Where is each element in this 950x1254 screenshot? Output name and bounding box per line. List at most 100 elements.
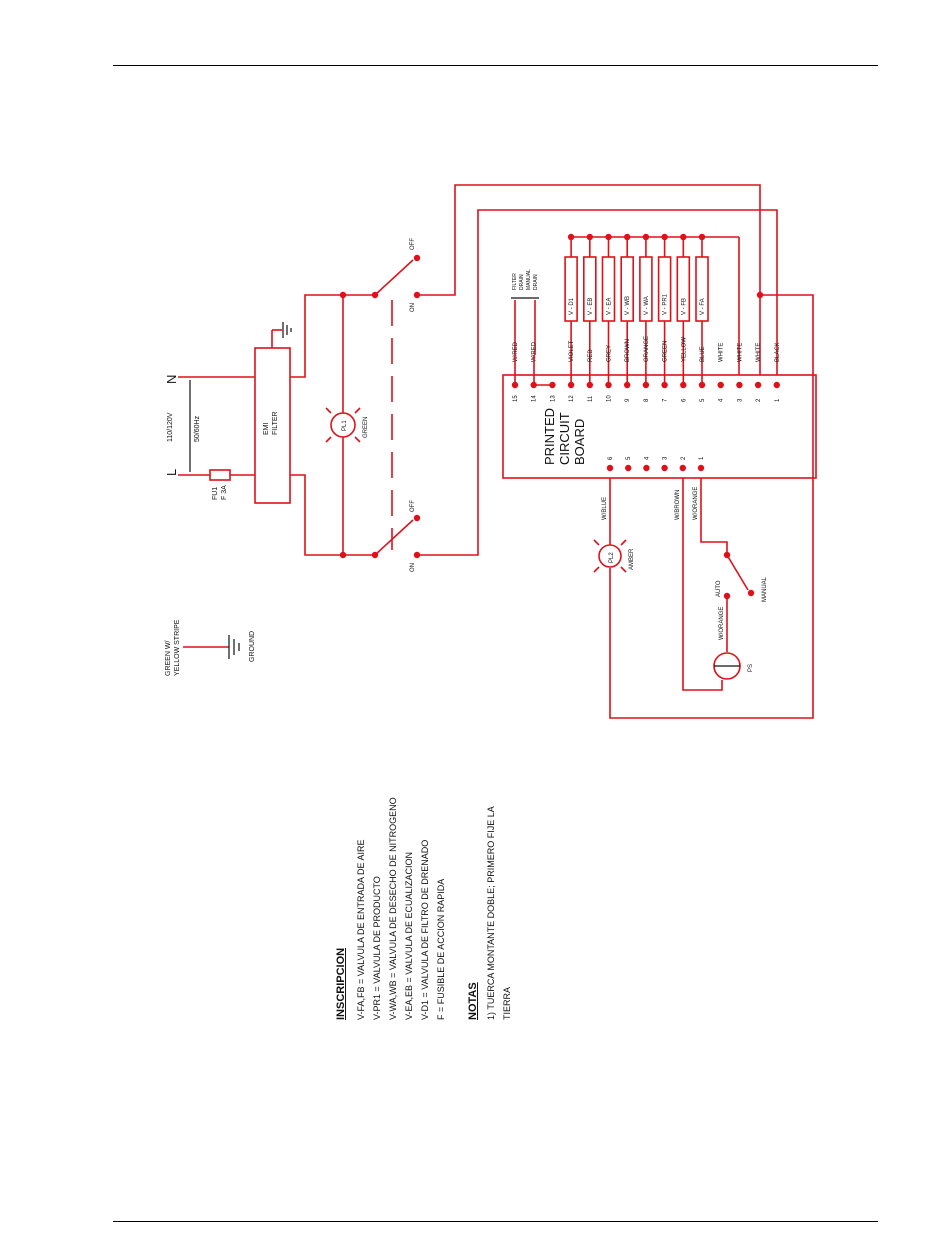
wire-color-label: WHITE bbox=[719, 343, 725, 362]
ground-wire-label-2: YELLOW STRIPE bbox=[174, 619, 181, 676]
pcb-bottom-pin bbox=[625, 464, 632, 472]
ps-pressure-switch bbox=[713, 652, 741, 680]
pcb-bottom-pin-number: 3 bbox=[663, 456, 669, 460]
switch-off-bottom: OFF bbox=[410, 500, 416, 512]
valve-label: V - EA bbox=[607, 298, 613, 315]
pl2-label: PL2 bbox=[609, 552, 615, 563]
filter-drain-2: DRAIN bbox=[519, 274, 525, 290]
manual-label: MANUAL bbox=[762, 576, 768, 602]
pcb-top-pin bbox=[736, 381, 743, 389]
switch-to-pin1 bbox=[417, 209, 778, 556]
pcb-top-pin-number: 3 bbox=[737, 398, 743, 402]
pcb-top-pin-number: 10 bbox=[607, 395, 613, 402]
filter-out-top bbox=[290, 294, 375, 378]
pcb-bottom-pin-number: 1 bbox=[699, 456, 705, 460]
pcb-top-pin-number: 1 bbox=[775, 398, 781, 402]
valve-label: V - D1 bbox=[569, 297, 575, 315]
wire-color-label: W/BLUE bbox=[602, 497, 608, 520]
header-rule bbox=[113, 65, 878, 66]
emi-label-2: FILTER bbox=[272, 411, 279, 435]
pcb-top-pin bbox=[717, 381, 724, 389]
pcb-top-pin-number: 8 bbox=[644, 398, 650, 402]
switch-on-bottom: ON bbox=[410, 563, 416, 572]
fuse-fu1 bbox=[209, 469, 255, 481]
switch-off-top: OFF bbox=[410, 238, 416, 250]
valve-label: V - WB bbox=[625, 296, 631, 315]
pcb-top-pins: 15 14 13 12 11 10 9 8 7 6 5 4 3 2 1 bbox=[511, 381, 781, 402]
wire-color-label: BLACK bbox=[775, 342, 781, 362]
common-return bbox=[609, 294, 814, 719]
filter-drain-3: MANUAL bbox=[526, 269, 532, 290]
pcb-bottom-pin-number: 6 bbox=[608, 456, 614, 460]
wire-color-label: BLUE bbox=[700, 346, 706, 362]
inscription-title: INSCRIPCION bbox=[335, 947, 347, 1020]
neutral-label: N bbox=[164, 375, 179, 384]
ground-wire-label-1: GREEN W/ bbox=[165, 641, 172, 676]
ps-wire-left bbox=[682, 478, 723, 691]
pcb-top-pin-number: 9 bbox=[625, 398, 631, 402]
pcb-bottom-pin bbox=[606, 464, 614, 472]
wire-color-label: GREEN bbox=[663, 341, 669, 362]
pcb-bottom-pin bbox=[679, 464, 686, 472]
pcb-top-pin-number: 13 bbox=[550, 395, 556, 402]
supply-label: 110/120V bbox=[167, 412, 174, 442]
wire-color-label: GREY bbox=[607, 345, 613, 362]
auto-manual-wire bbox=[700, 478, 728, 555]
pcb-top-pin-number: 6 bbox=[681, 398, 687, 402]
emi-label-1: EMI bbox=[263, 423, 270, 436]
filter-drain-switch bbox=[511, 297, 539, 355]
pcb-top-pin bbox=[773, 381, 780, 389]
pcb-top-pin-number: 14 bbox=[532, 395, 538, 402]
wire-color-label: WHITE bbox=[737, 343, 743, 362]
filter-drain-1: FILTER bbox=[512, 273, 518, 290]
wire-color-label: VIOLET bbox=[569, 340, 575, 362]
filter-out-bottom bbox=[290, 474, 375, 556]
inscription-line: V-WA,WB = VALVULA DE DESECHO DE NITROGEN… bbox=[388, 797, 398, 1020]
pcb-top-pin-number: 12 bbox=[569, 395, 575, 402]
legend-block: INSCRIPCION V-FA,FB = VALVULA DE ENTRADA… bbox=[335, 760, 449, 1020]
pcb-top-pin-number: 11 bbox=[588, 395, 594, 402]
pcb-bottom-pin-number: 4 bbox=[644, 456, 650, 460]
line-label: L bbox=[164, 469, 179, 476]
pcb-bottom-pin bbox=[661, 464, 668, 472]
pcb-bottom-pin bbox=[643, 464, 650, 472]
inscription-line: V-D1 = VALVULA DE FILTRO DE DRENADO bbox=[420, 839, 430, 1020]
note-line: 1) TUERCA MONTANTE DOBLE; PRIMERO FIJE L… bbox=[486, 806, 496, 1020]
pcb-top-pin-number: 4 bbox=[719, 398, 725, 402]
pcb-top-pin-number: 2 bbox=[756, 398, 762, 402]
wire-color-label: W/RED bbox=[532, 341, 538, 362]
frequency-label: 50/60Hz bbox=[194, 415, 201, 442]
wire-color-label: W/ORANGE bbox=[719, 607, 725, 640]
wire-color-label: WHITE bbox=[756, 343, 762, 362]
inscription-line: V-FA,FB = VALVULA DE ENTRADA DE AIRE bbox=[356, 839, 366, 1020]
pcb-bottom-pin bbox=[697, 464, 705, 472]
valve-label: V - WA bbox=[644, 296, 650, 315]
pcb-bottom-pin-number: 5 bbox=[626, 456, 632, 460]
inscription-line: V-EA,EB = VALVULA DE ECUALIZACION bbox=[404, 852, 414, 1020]
pcb-top-pin bbox=[754, 381, 762, 389]
ps-label: PS bbox=[748, 664, 754, 672]
pcb-top-pin-number: 5 bbox=[700, 398, 706, 402]
pcb-label-3: BOARD bbox=[572, 419, 587, 465]
filter-ground-icon bbox=[271, 322, 292, 348]
pcb-bottom-pins: 6 5 4 3 2 1 bbox=[606, 456, 705, 472]
pcb-bottom-pin-number: 2 bbox=[681, 456, 687, 460]
wire-color-label: RED bbox=[588, 349, 594, 362]
auto-manual-lever bbox=[726, 554, 749, 591]
ground-symbol bbox=[183, 635, 240, 659]
pcb-top-pin-number: 7 bbox=[663, 398, 669, 402]
pcb-box bbox=[502, 374, 817, 479]
pl2-color-label: AMBER bbox=[629, 548, 635, 570]
pcb-label-2: CIRCUIT bbox=[557, 412, 572, 465]
fuse-label-2: F 3A bbox=[221, 485, 228, 500]
pl1-label: PL1 bbox=[342, 420, 348, 431]
ground-label: GROUND bbox=[249, 631, 256, 662]
inscription-line: F = FUSIBLE DE ACCION RAPIDA bbox=[436, 878, 446, 1020]
switch-on-top: ON bbox=[410, 303, 416, 312]
fuse-label-1: FU1 bbox=[212, 487, 219, 500]
notes-lines: 1) TUERCA MONTANTE DOBLE; PRIMERO FIJE L… bbox=[483, 760, 515, 1020]
pl1-color-label: GREEN bbox=[363, 417, 369, 438]
pcb-top-pin-number: 15 bbox=[513, 395, 519, 402]
